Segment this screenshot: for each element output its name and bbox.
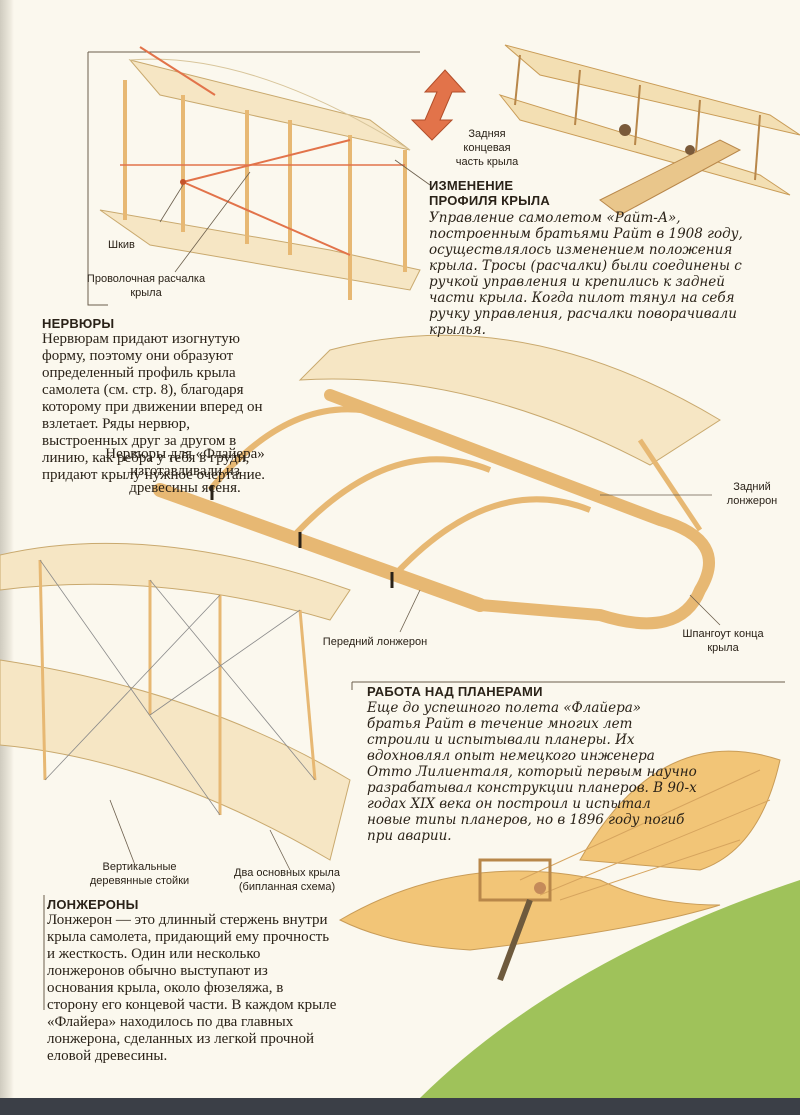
text-ribs: Нервюрам придают изогнутую форму, поэтом… [42,331,266,483]
diagram-frame [87,52,108,306]
wright-flyer-illustration [498,44,800,216]
label-pulley: Шкив [108,239,135,251]
text-gliders: Еще до успешного полета «Флайера» братья… [367,700,697,844]
label-front-spar: Передний лонжерон [322,636,428,648]
label-two-main-wings: Два основных крыла (бипланная схема) [234,867,340,893]
double-arrow-icon [410,69,467,141]
text-spars: Лонжерон — это длинный стержень внутри к… [47,912,337,1064]
text-wing-warping: Управление самолетом «Райт-А», построенн… [429,210,743,338]
scan-bottom-edge [0,1098,800,1115]
heading-gliders: РАБОТА НАД ПЛАНЕРАМИ [367,684,543,699]
label-rear-wing-tip: Задняя концевая часть крыла [455,128,519,168]
label-vertical-struts: Вертикальные деревянные стойки [89,861,190,887]
heading-wing-warping-line1: ИЗМЕНЕНИЕ [429,178,514,193]
heading-spars: ЛОНЖЕРОНЫ [47,897,139,912]
biplane-wing-diagram [0,542,351,871]
lilienthal-glider-illustration [338,750,781,982]
wing-ribs-diagram [153,334,721,633]
heading-wing-warping-line2: ПРОФИЛЯ КРЫЛА [429,193,550,208]
grass-hill [420,880,800,1098]
text-ribs-note: Нервюры для «Флайера» изготавливали из д… [105,446,265,496]
heading-wing-warping: ИЗМЕНЕНИЕ ПРОФИЛЯ КРЫЛА [429,178,629,208]
wing-warping-diagram [99,46,431,300]
label-wire-brace: Проволочная расчалка крыла [86,273,206,299]
heading-ribs: НЕРВЮРЫ [42,316,115,331]
label-wing-tip-frame: Шпангоут конца крыла [682,628,764,654]
label-rear-spar: Задний лонжерон [726,481,778,507]
